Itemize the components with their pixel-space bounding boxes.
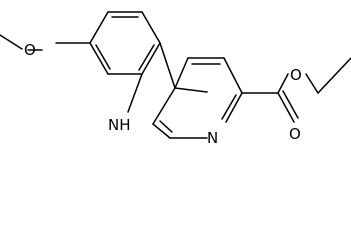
bond (159, 120, 173, 133)
bond (277, 73, 289, 94)
pyrrole-ring (127, 42, 208, 125)
pyridine-ring (152, 57, 243, 139)
pyridine-nitrogen-label: N (207, 129, 218, 147)
bond (317, 57, 351, 94)
bond (221, 94, 237, 120)
carbonyl-oxygen-label: O (289, 125, 301, 143)
bond (152, 87, 176, 125)
bond (95, 44, 111, 70)
bond (305, 73, 319, 94)
bond (0, 34, 23, 50)
methoxy-oxygen-label: O (24, 41, 36, 59)
bond (89, 42, 109, 75)
bond (277, 92, 295, 123)
beta-carboline-structure: O NH N O O (0, 11, 351, 147)
bond (282, 90, 299, 119)
bond (127, 73, 143, 113)
bond (141, 42, 161, 75)
bond (89, 11, 109, 44)
ester-oxygen-label: O (290, 66, 302, 84)
bond (225, 92, 243, 123)
bond (152, 123, 171, 139)
bond (159, 42, 176, 89)
benzene-ring (89, 11, 161, 75)
bond (138, 44, 155, 71)
bond (174, 87, 208, 93)
bond (174, 57, 189, 89)
bond (223, 57, 243, 94)
methoxy-group (0, 34, 91, 51)
ester-group (241, 57, 351, 123)
indole-nh-label: NH (108, 116, 131, 134)
bond (141, 11, 161, 44)
